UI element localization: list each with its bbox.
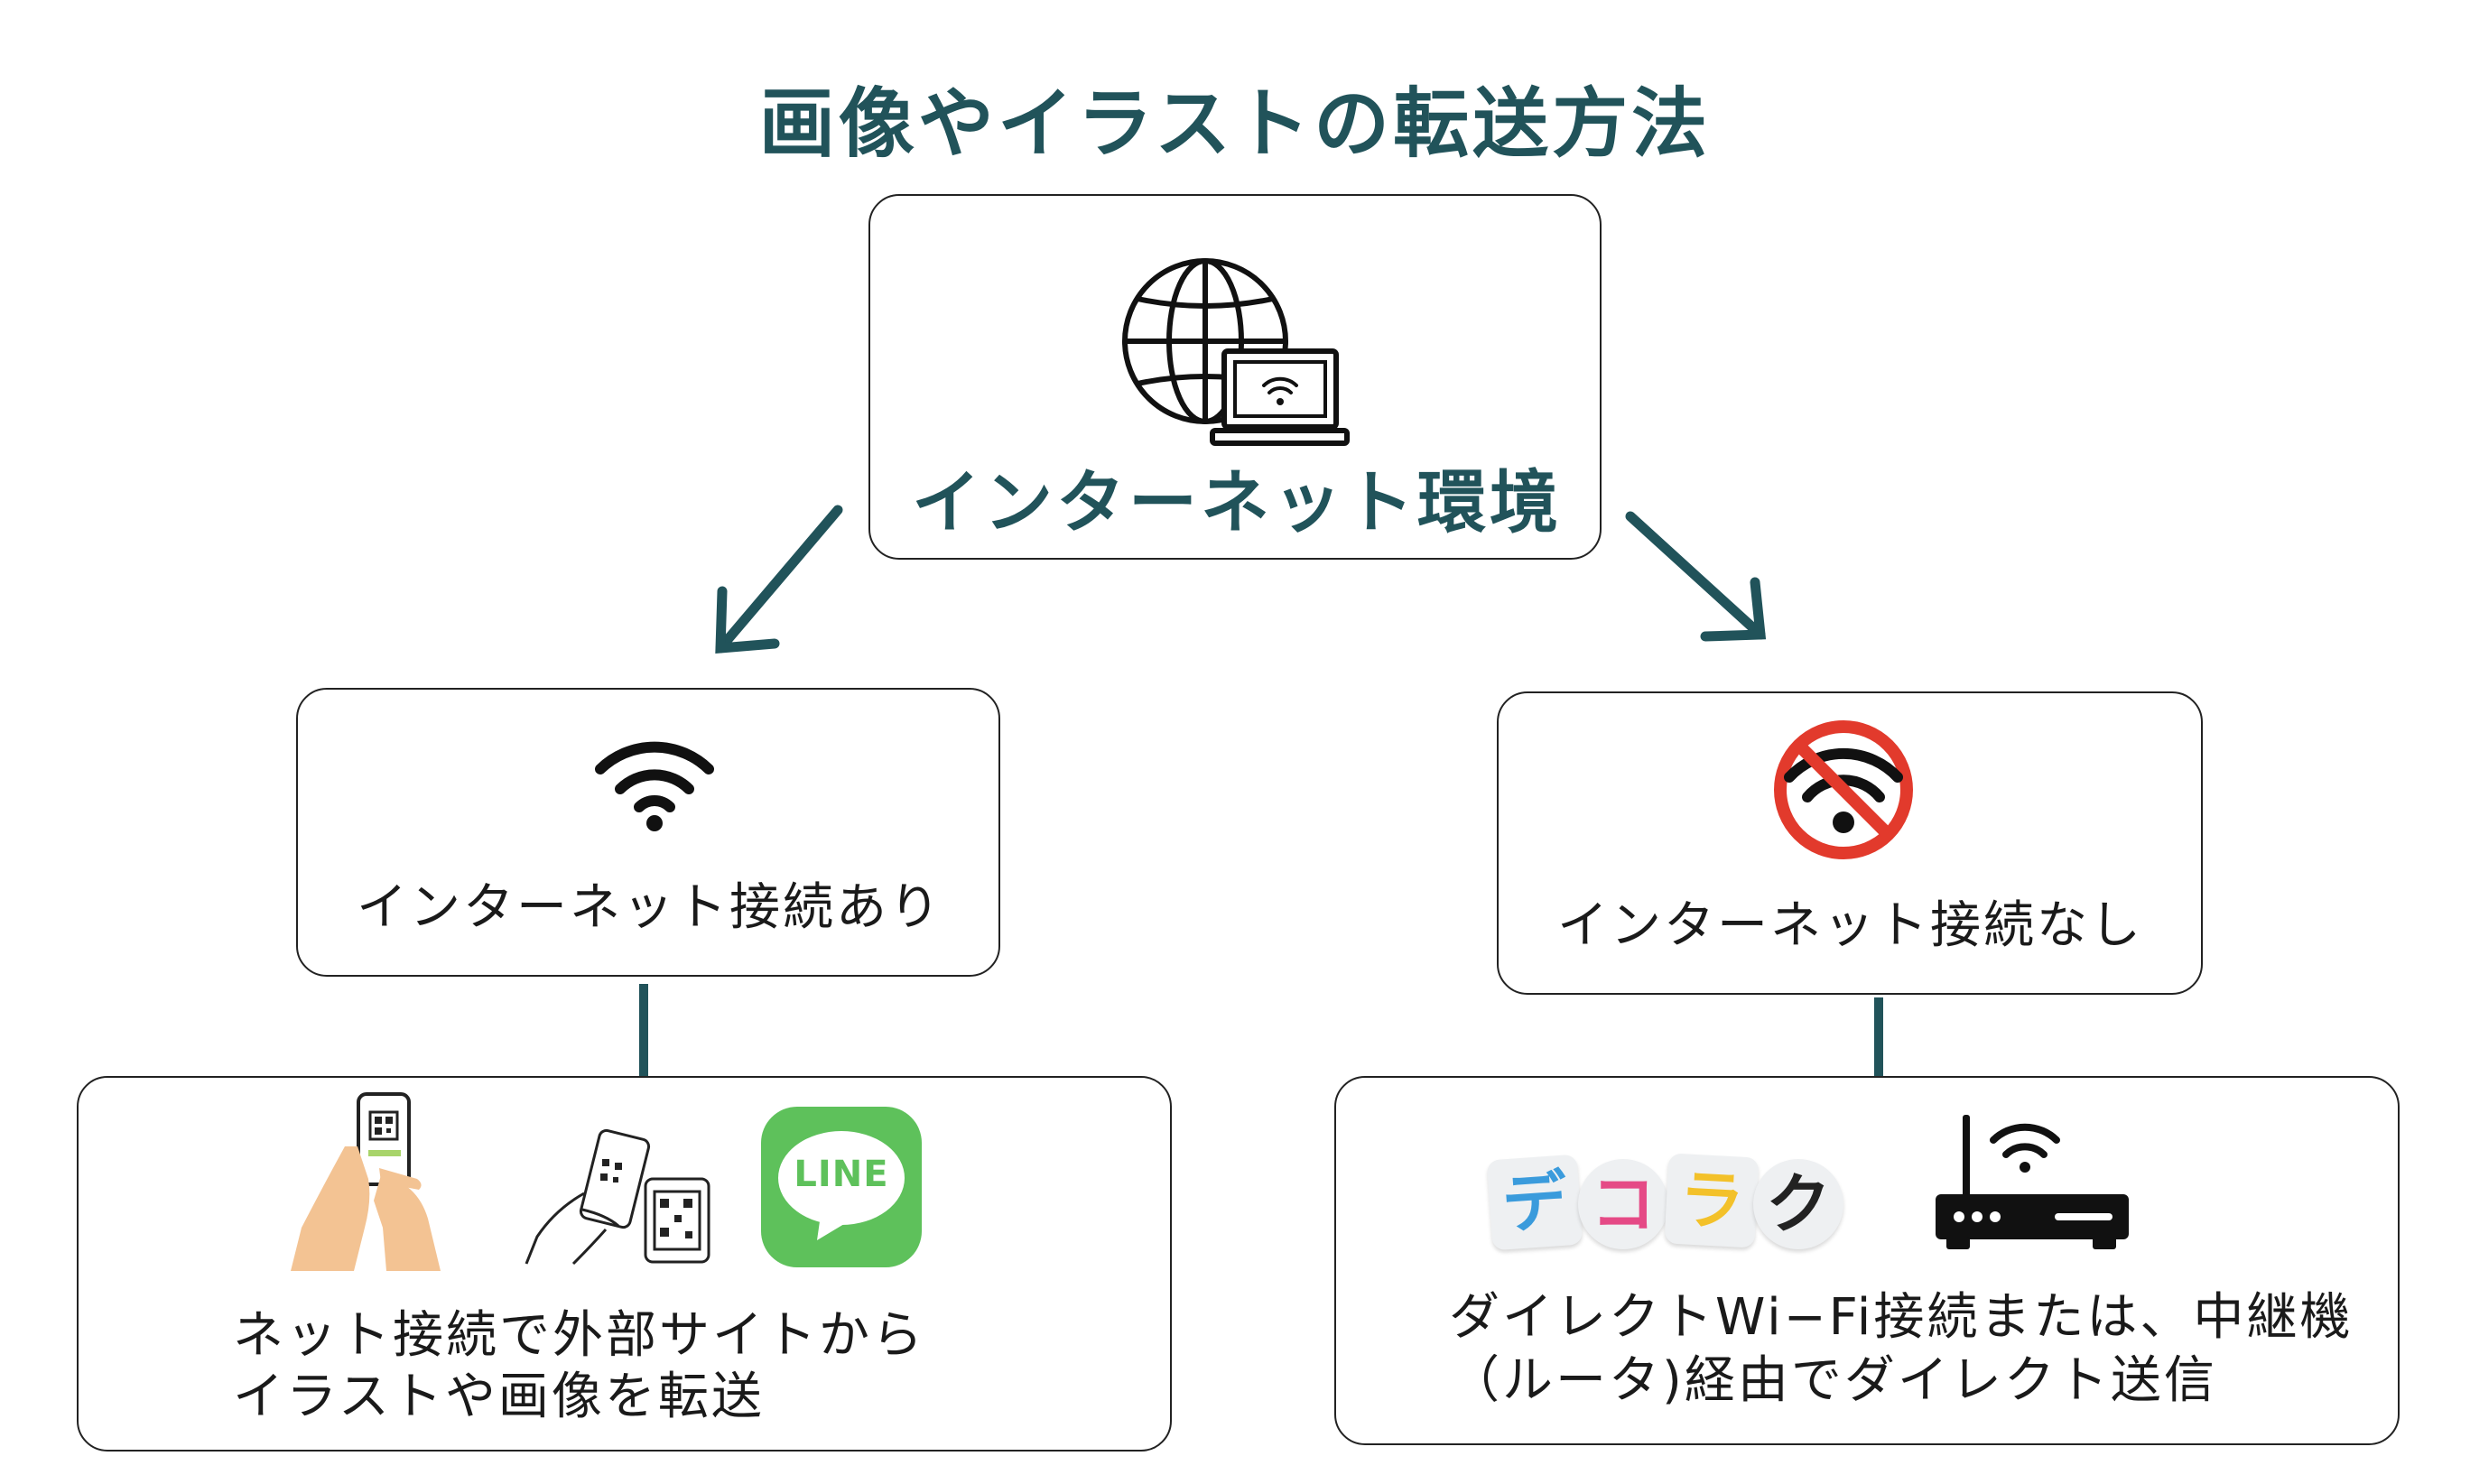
internet-available-label: インターネット接続あり: [357, 878, 942, 937]
node-internet-available: [296, 688, 1000, 977]
laptop-wifi-icon: [1210, 348, 1350, 446]
root-node: [868, 194, 1602, 560]
decoraku-char-de: デ: [1486, 1154, 1583, 1251]
qr-scan-icon: [525, 1128, 710, 1266]
line-app-icon: LINE: [761, 1107, 922, 1267]
decoraku-char-ku: ク: [1753, 1159, 1843, 1249]
internet-methods-line-1: ネット接続で外部サイトから: [233, 1306, 925, 1365]
arrow-left: [715, 505, 843, 654]
no-wifi-icon: [1774, 720, 1913, 859]
root-label: インターネット環境: [912, 462, 1562, 543]
node-offline-methods: [1334, 1076, 2400, 1445]
decoraku-logo: デ コ ラ ク: [1486, 1153, 1843, 1251]
qr-phone-hand-icon: [291, 1092, 441, 1271]
decoraku-char-ko: コ: [1578, 1159, 1668, 1249]
decoraku-char-ra: ラ: [1664, 1153, 1760, 1248]
no-internet-label: インターネット接続なし: [1557, 896, 2143, 955]
node-internet-methods: [77, 1076, 1172, 1452]
diagram-title: 画像やイラストの転送方法: [758, 79, 1712, 168]
internet-methods-line-2: イラストや画像を転送: [233, 1368, 765, 1426]
wifi-icon: [595, 741, 714, 831]
globe-icon: [1122, 258, 1288, 424]
line-logo-text: LINE: [794, 1154, 889, 1195]
line-bubble-icon: [778, 1131, 905, 1240]
arrow-right: [1625, 511, 1767, 642]
router-icon: [1936, 1115, 2129, 1249]
offline-methods-line-2: （ルータ)経由でダイレクト送信: [1449, 1351, 2217, 1410]
offline-methods-line-1: ダイレクトWi−Fi接続または、中継機: [1449, 1288, 2354, 1347]
